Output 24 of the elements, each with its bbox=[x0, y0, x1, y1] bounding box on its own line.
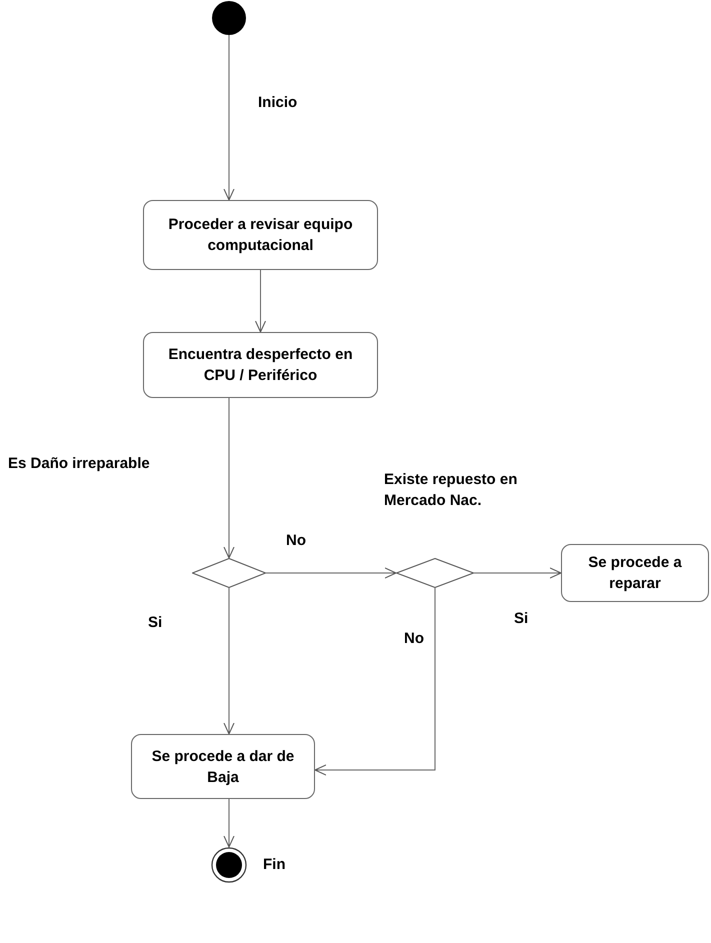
action-text: Proceder a revisar equipo computacional bbox=[167, 215, 354, 256]
action-box bbox=[143, 200, 378, 270]
node-caption: Existe repuesto en Mercado Nac. bbox=[384, 470, 518, 511]
decision-diamond bbox=[192, 558, 266, 588]
action-text: Encuentra desperfecto en CPU / Periférico bbox=[167, 345, 354, 386]
action-box bbox=[561, 544, 709, 602]
final-node bbox=[211, 847, 247, 883]
action-text: Se procede a dar de Baja bbox=[150, 746, 296, 788]
action-text: Se procede a reparar bbox=[587, 553, 683, 594]
arrow bbox=[224, 798, 234, 848]
initial-node bbox=[212, 1, 246, 35]
arrow bbox=[266, 568, 396, 578]
arrow bbox=[255, 270, 266, 332]
arrow bbox=[224, 34, 234, 200]
action-box bbox=[143, 332, 378, 398]
annotation-text: Es Daño irreparable bbox=[8, 454, 150, 474]
arrow bbox=[314, 588, 436, 776]
action-box bbox=[131, 734, 315, 799]
arrow bbox=[224, 588, 234, 734]
arrow bbox=[224, 398, 234, 558]
annotation-text: Inicio bbox=[258, 93, 298, 113]
arrow bbox=[474, 568, 562, 578]
node-caption: Fin bbox=[263, 855, 286, 875]
decision-diamond bbox=[396, 558, 474, 588]
